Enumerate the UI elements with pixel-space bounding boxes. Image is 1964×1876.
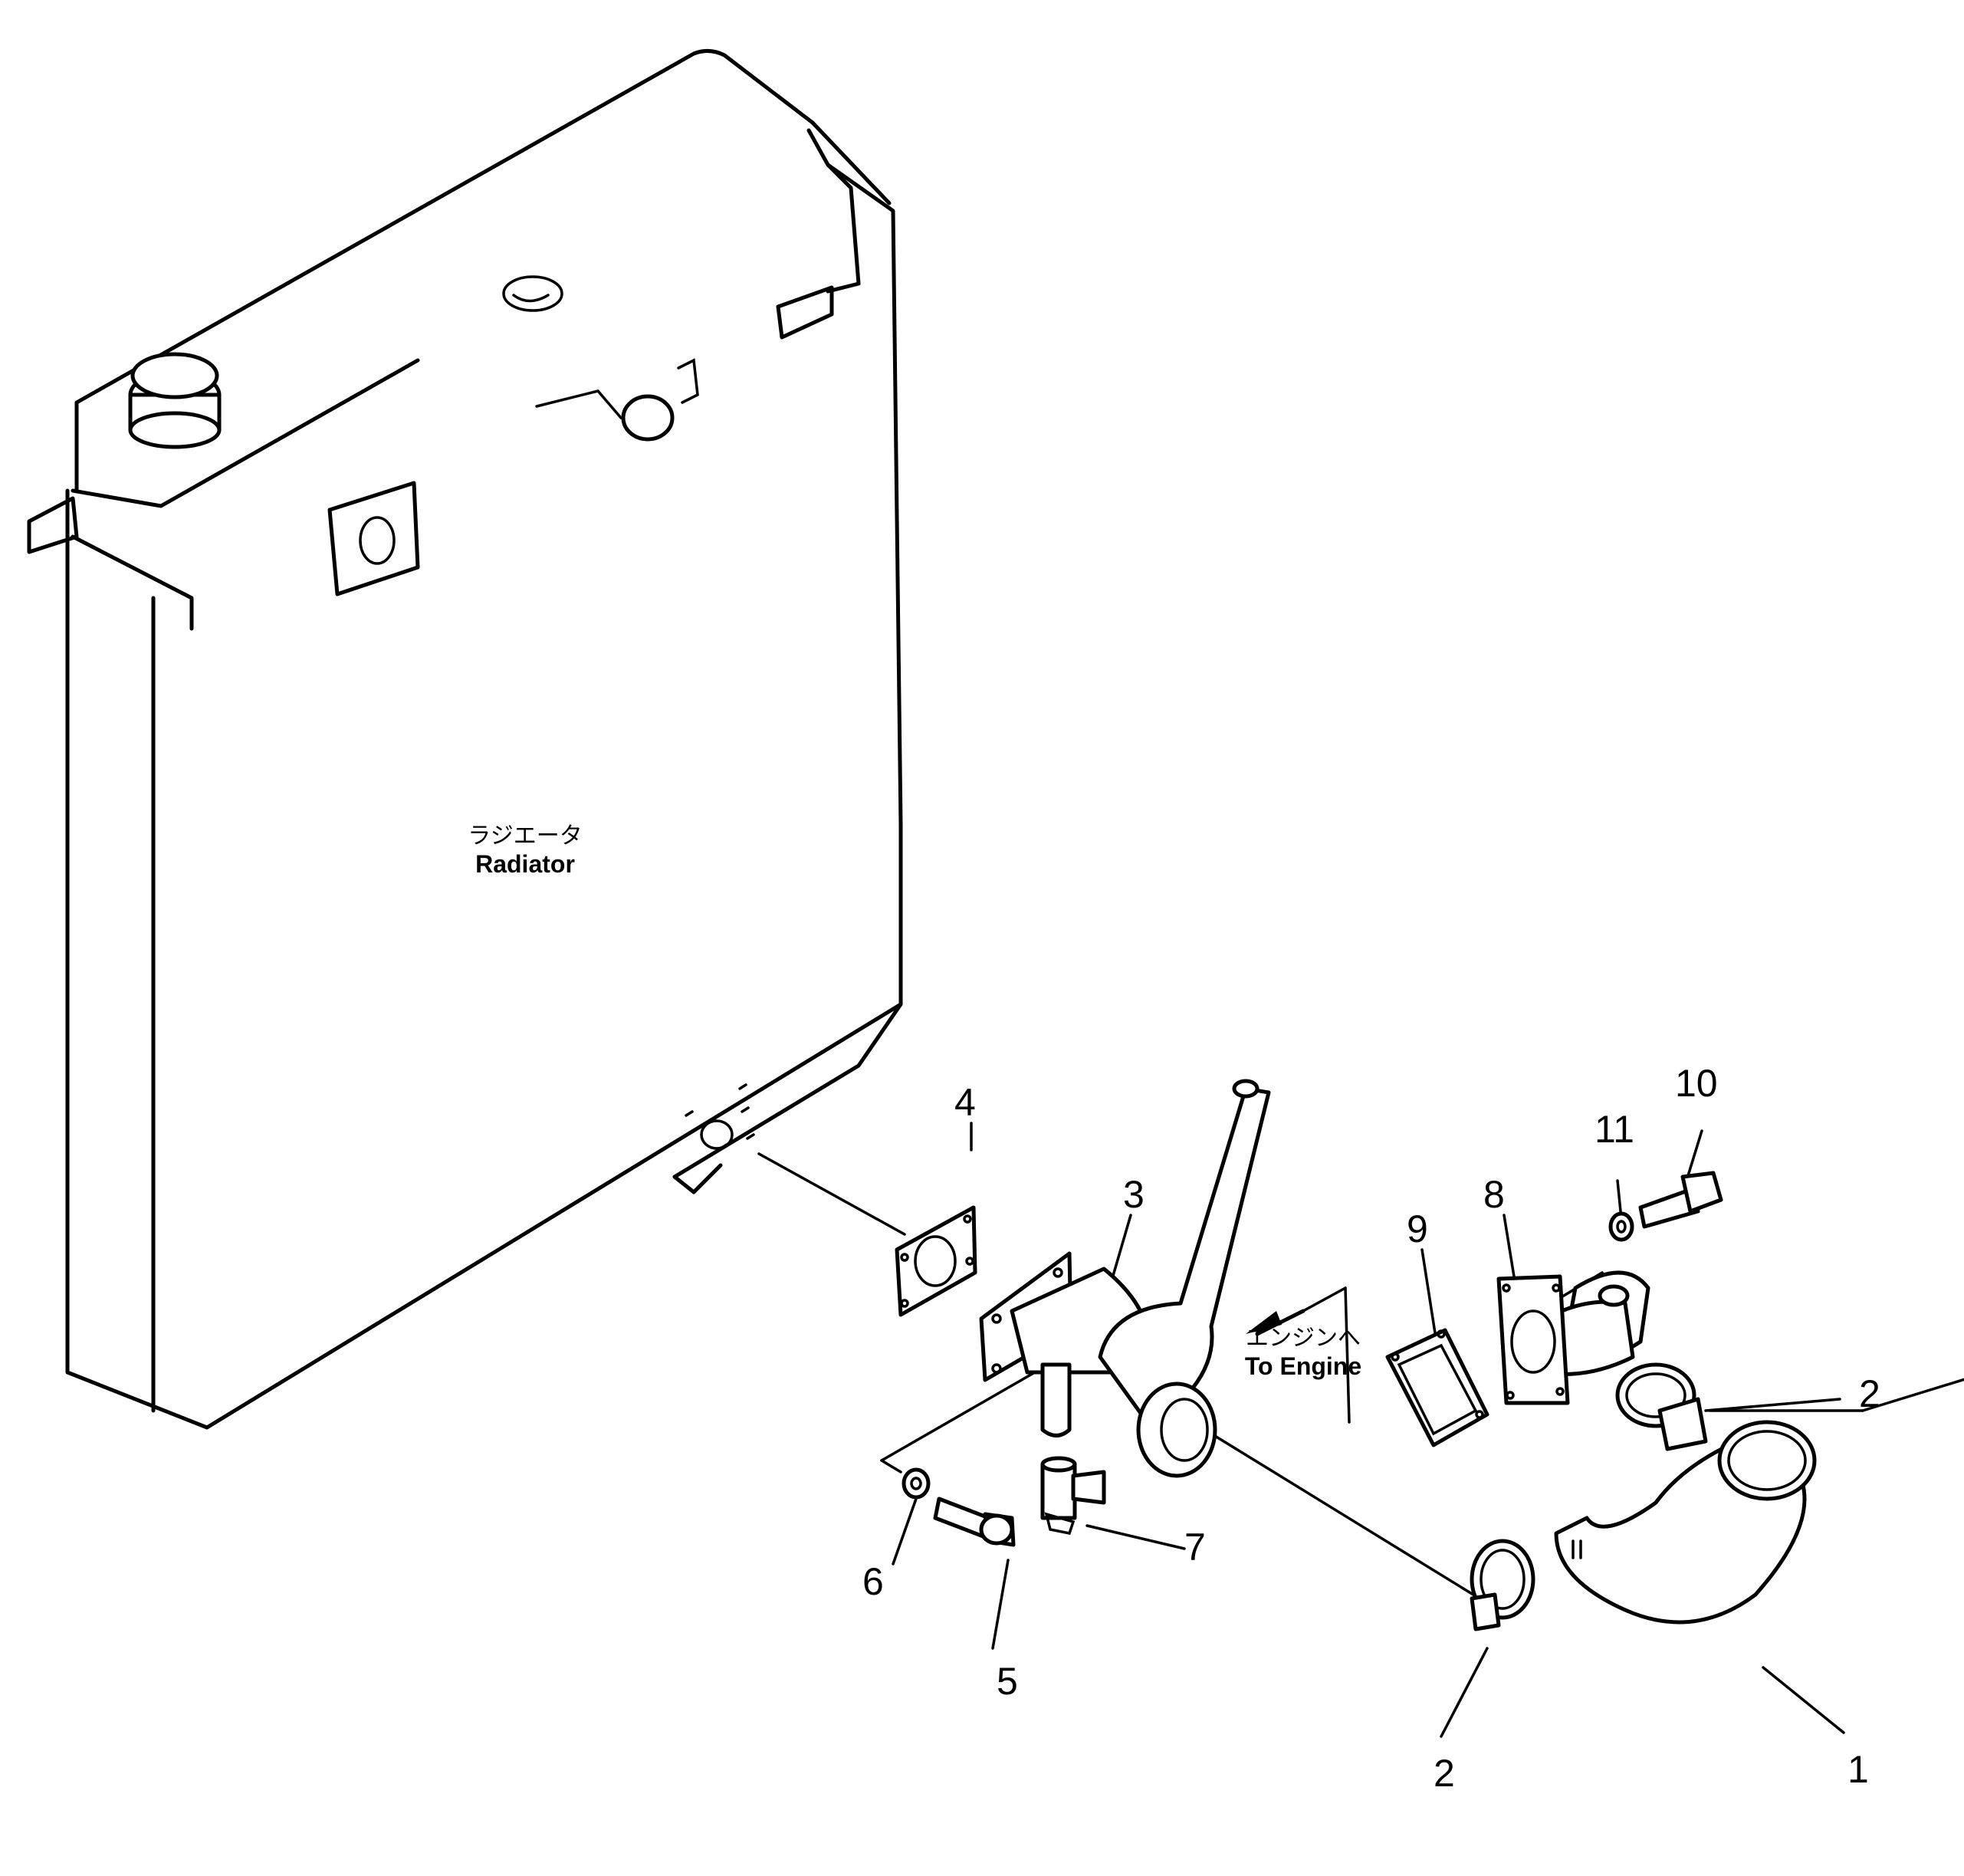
callout-6: 6 [862, 1560, 884, 1603]
part-11-washer [1608, 1211, 1634, 1242]
part-2-clamp-upper [1615, 1362, 1708, 1451]
callout-2-upper: 2 [1859, 1372, 1880, 1415]
to-engine-arrow [1246, 1286, 1351, 1424]
callout-3: 3 [1123, 1173, 1145, 1216]
callout-2-lower: 2 [1434, 1752, 1455, 1795]
radiator [27, 49, 903, 1430]
part-10-bolt [1638, 1171, 1723, 1229]
part-4-gasket [895, 1205, 977, 1317]
callout-4: 4 [954, 1081, 976, 1124]
callout-11: 11 [1595, 1108, 1634, 1151]
part-5-bolt [933, 1497, 1016, 1547]
callout-1: 1 [1847, 1748, 1869, 1791]
part-1-hose [1554, 1420, 1817, 1625]
part-3-outlet-pipe [979, 1079, 1271, 1478]
callout-8: 8 [1483, 1173, 1505, 1216]
callout-5: 5 [997, 1660, 1018, 1703]
callout-10: 10 [1675, 1062, 1718, 1105]
callout-9: 9 [1407, 1207, 1428, 1250]
radiator-label-jp: ラジエータ [468, 823, 582, 849]
part-8-elbow [1496, 1270, 1650, 1405]
radiator-label-en: Radiator [475, 850, 575, 878]
to-engine-label-jp: エンジンへ [1246, 1326, 1361, 1351]
to-engine-label-en: To Engine [1245, 1352, 1361, 1380]
filler-cap [128, 352, 222, 449]
part-6-washer [902, 1467, 931, 1500]
callout-7: 7 [1184, 1526, 1206, 1569]
part-7-drain-valve [1040, 1456, 1106, 1536]
part-9-gasket [1385, 1328, 1489, 1447]
part-2-clamp-lower [1470, 1539, 1535, 1631]
